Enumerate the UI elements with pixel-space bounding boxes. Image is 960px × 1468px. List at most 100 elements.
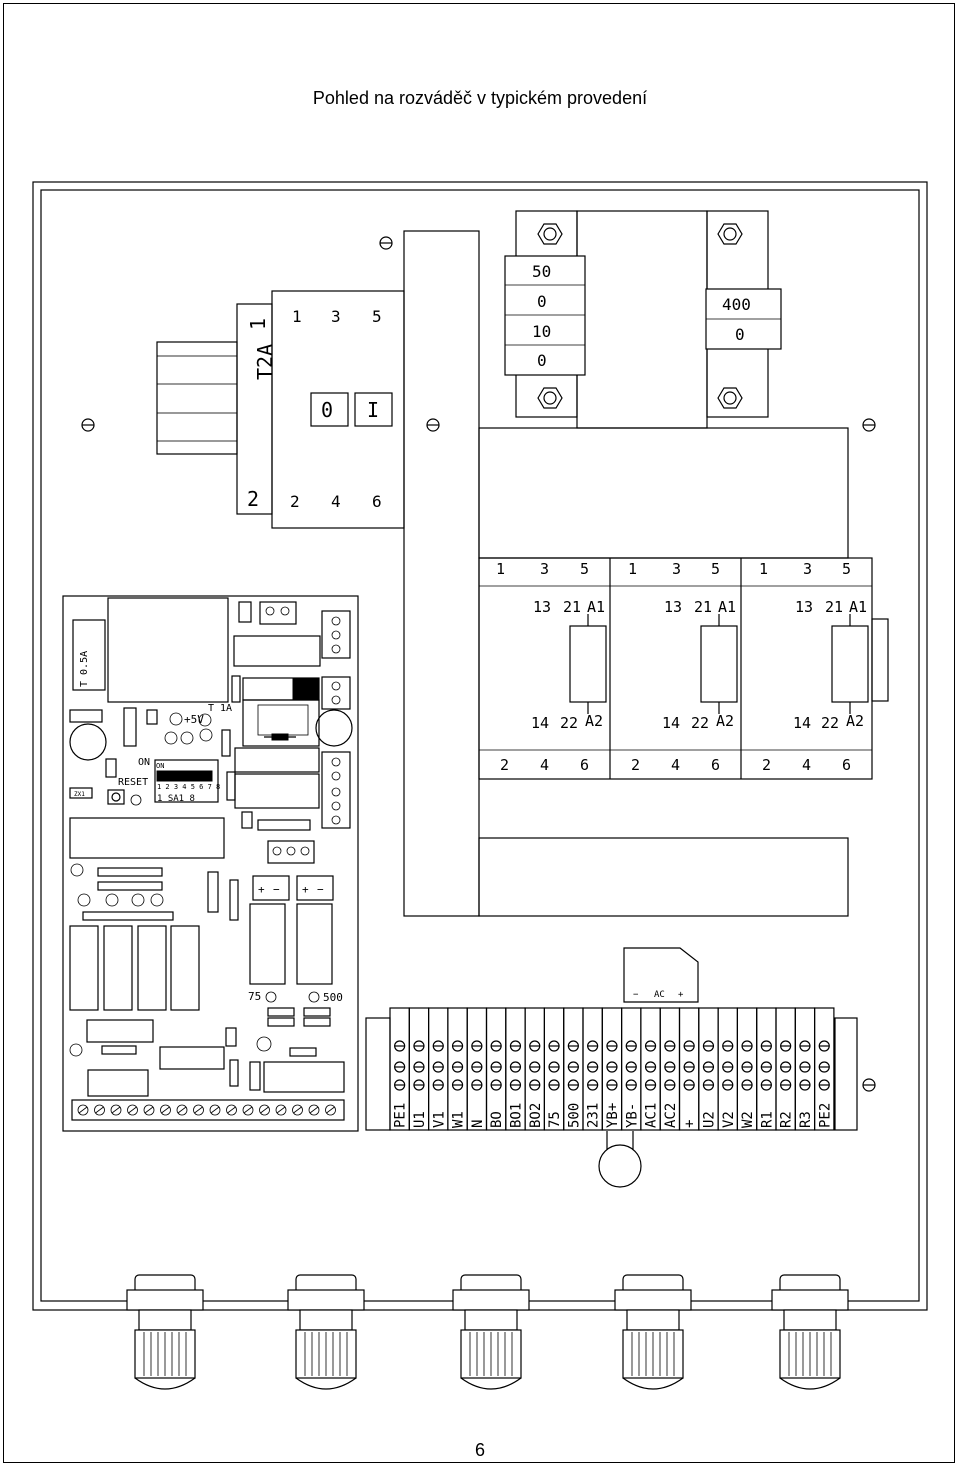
transformer-primary-50: 50 bbox=[532, 262, 551, 281]
terminal-screw-icon bbox=[644, 1061, 657, 1073]
board-reset-label: RESET bbox=[118, 777, 148, 788]
terminal-r2: R2 bbox=[775, 1007, 796, 1131]
board-trim-500: 500 bbox=[323, 991, 343, 1004]
terminal-screw-icon bbox=[664, 1061, 676, 1073]
terminal-screw-icon bbox=[741, 1040, 753, 1052]
terminal-screw-icon bbox=[644, 1040, 657, 1052]
cabinet-enclosure bbox=[32, 181, 928, 1311]
board-terminal-screw-icon bbox=[308, 1104, 320, 1116]
terminal-screw-icon bbox=[567, 1040, 579, 1052]
contactor-2-coil-a2: A2 bbox=[716, 712, 734, 730]
terminal-label: BO bbox=[489, 1111, 505, 1128]
board-minus-2: − bbox=[317, 883, 324, 896]
main-terminal-bottom-4: 4 bbox=[331, 492, 341, 511]
contactor-1-top-3: 3 bbox=[540, 560, 549, 578]
main-fuse-bottom: 2 bbox=[247, 487, 259, 511]
main-fuse-top: 1 bbox=[246, 318, 270, 330]
contactor-3-coil-13: 13 bbox=[795, 598, 813, 616]
terminal-screw-icon bbox=[760, 1040, 772, 1052]
terminal-screw-icon bbox=[471, 1079, 483, 1091]
cable-gland-icon bbox=[771, 1274, 849, 1390]
terminal-screw-icon bbox=[741, 1061, 753, 1073]
terminal-w1: W1 bbox=[447, 1007, 468, 1131]
board-terminal-screw-icon bbox=[160, 1104, 171, 1116]
board-terminal-screw-icon bbox=[110, 1104, 122, 1116]
terminal-label: BO1 bbox=[508, 1103, 524, 1128]
contactor-3-coil-22: 22 bbox=[821, 714, 839, 732]
transformer-nut-4 bbox=[717, 387, 743, 409]
terminal-label: PE1 bbox=[393, 1103, 409, 1128]
terminal-pe2: PE2 bbox=[813, 1007, 835, 1131]
cable-glands bbox=[126, 1274, 849, 1390]
terminal-label: YB+ bbox=[605, 1103, 621, 1128]
terminal-label: AC1 bbox=[644, 1103, 660, 1128]
terminal-231: 231 bbox=[582, 1007, 603, 1131]
terminal-screw-icon bbox=[394, 1079, 406, 1091]
contactor-3-bottom-6: 6 bbox=[842, 756, 851, 774]
contactor-1-bottom-4: 4 bbox=[540, 756, 549, 774]
main-terminal-top-1: 1 bbox=[292, 307, 302, 326]
rectifier-plus: + bbox=[678, 990, 684, 1000]
board-minus-1: − bbox=[273, 883, 280, 896]
rectifier-label: AC bbox=[654, 990, 665, 1000]
board-on-label: ON bbox=[138, 757, 150, 768]
terminal-screw-icon bbox=[413, 1040, 425, 1052]
terminal-w2: W2 bbox=[736, 1007, 758, 1131]
board-terminal-screw-icon bbox=[259, 1104, 270, 1116]
terminal-label: 500 bbox=[566, 1103, 582, 1128]
contactor-2-bottom-6: 6 bbox=[711, 756, 720, 774]
control-board: T 0.5A T 1A +5V ON ON bbox=[62, 595, 359, 1132]
terminal-label: W1 bbox=[451, 1111, 467, 1128]
terminal-screw-icon bbox=[799, 1061, 811, 1073]
terminal-screw-icon bbox=[644, 1079, 657, 1091]
board-terminal-screw-icon bbox=[94, 1104, 105, 1116]
contactor-3-top-5: 5 bbox=[842, 560, 851, 578]
board-terminal-screw-icon bbox=[292, 1104, 303, 1116]
mounting-screw-icon bbox=[426, 418, 440, 432]
contactor-2-bottom-4: 4 bbox=[671, 756, 680, 774]
contactors: 1 3 5 13 21 A1 14 22 A2 2 4 6 1 3 5 13 2… bbox=[478, 557, 889, 780]
board-terminal-screw-icon bbox=[226, 1104, 237, 1116]
transformer-primary-0a: 0 bbox=[537, 292, 547, 311]
board-trim-75: 75 bbox=[248, 990, 261, 1003]
main-switch-on-label: I bbox=[367, 398, 379, 422]
terminal-screw-icon bbox=[413, 1061, 425, 1073]
terminal-screw-icon bbox=[780, 1079, 792, 1091]
contactor-1-coil-a1: A1 bbox=[587, 598, 605, 616]
contactor-2-coil-22: 22 bbox=[691, 714, 709, 732]
transformer-secondary-400: 400 bbox=[722, 295, 751, 314]
terminal-r1: R1 bbox=[756, 1007, 777, 1131]
contactor-1-coil-14: 14 bbox=[531, 714, 549, 732]
terminal-u2: U2 bbox=[698, 1007, 719, 1131]
board-terminal-screw-icon bbox=[176, 1104, 188, 1116]
cable-entry bbox=[598, 1131, 642, 1188]
terminal-screw-icon bbox=[722, 1061, 734, 1073]
terminal-screw-icon bbox=[702, 1079, 715, 1091]
terminal-screw-icon bbox=[490, 1040, 502, 1052]
terminal-screw-icon bbox=[451, 1061, 464, 1073]
contactor-3-top-3: 3 bbox=[803, 560, 812, 578]
terminal-screw-icon bbox=[529, 1040, 541, 1052]
terminal-screw-icon bbox=[818, 1040, 830, 1052]
board-terminal-screw-icon bbox=[127, 1104, 138, 1116]
terminal-screw-icon bbox=[451, 1079, 464, 1091]
terminal-screw-icon bbox=[683, 1079, 695, 1091]
board-dip-numbers: 1 2 3 4 5 6 7 8 bbox=[157, 783, 220, 791]
board-terminal-screw-icon bbox=[193, 1104, 204, 1116]
terminal-screw-icon bbox=[587, 1040, 599, 1052]
terminal-label: R1 bbox=[759, 1111, 775, 1128]
board-plus-1: + bbox=[258, 883, 265, 896]
terminal-screw-icon bbox=[471, 1040, 483, 1052]
terminal-label: 75 bbox=[547, 1111, 563, 1128]
terminal-screw-icon bbox=[432, 1061, 444, 1073]
contactor-2: 1 3 5 13 21 A1 14 22 A2 2 4 6 bbox=[628, 560, 738, 774]
terminal-bo2: BO2 bbox=[524, 1007, 545, 1131]
transformer: 50 0 10 0 400 0 bbox=[504, 210, 782, 429]
board-terminal-screw-icon bbox=[275, 1104, 287, 1116]
terminal-bo1: BO1 bbox=[505, 1007, 526, 1131]
contactor-1-bottom-2: 2 bbox=[500, 756, 509, 774]
terminal-label: N bbox=[470, 1120, 486, 1128]
terminal-screw-icon bbox=[683, 1040, 695, 1052]
board-switch-on: ON bbox=[156, 762, 164, 770]
